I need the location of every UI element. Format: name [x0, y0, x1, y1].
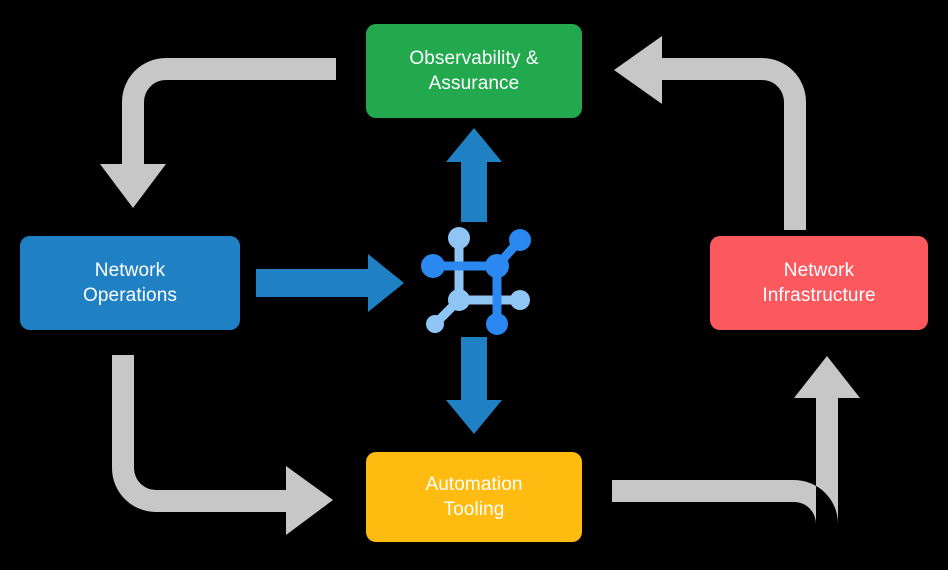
connector-center-to-observability	[446, 128, 502, 222]
connector-infrastructure-to-observability	[614, 36, 806, 230]
node-label-operations: Network Operations	[83, 259, 177, 306]
node-observability-assurance[interactable]: Observability & Assurance	[366, 24, 582, 118]
connector-center-to-automation	[446, 337, 502, 434]
connector-operations-to-automation	[112, 355, 333, 535]
node-label-observability: Observability & Assurance	[409, 47, 539, 94]
node-label-automation: Automation Tooling	[425, 473, 523, 520]
node-network-operations[interactable]: Network Operations	[20, 236, 240, 330]
connector-automation-to-infrastructure	[612, 356, 860, 524]
connector-observability-to-operations	[100, 58, 336, 208]
node-automation-tooling[interactable]: Automation Tooling	[366, 452, 582, 542]
connector-operations-to-center	[256, 254, 404, 312]
network-mesh-icon	[421, 227, 531, 335]
node-network-infrastructure[interactable]: Network Infrastructure	[710, 236, 928, 330]
node-label-infrastructure: Network Infrastructure	[762, 259, 876, 306]
